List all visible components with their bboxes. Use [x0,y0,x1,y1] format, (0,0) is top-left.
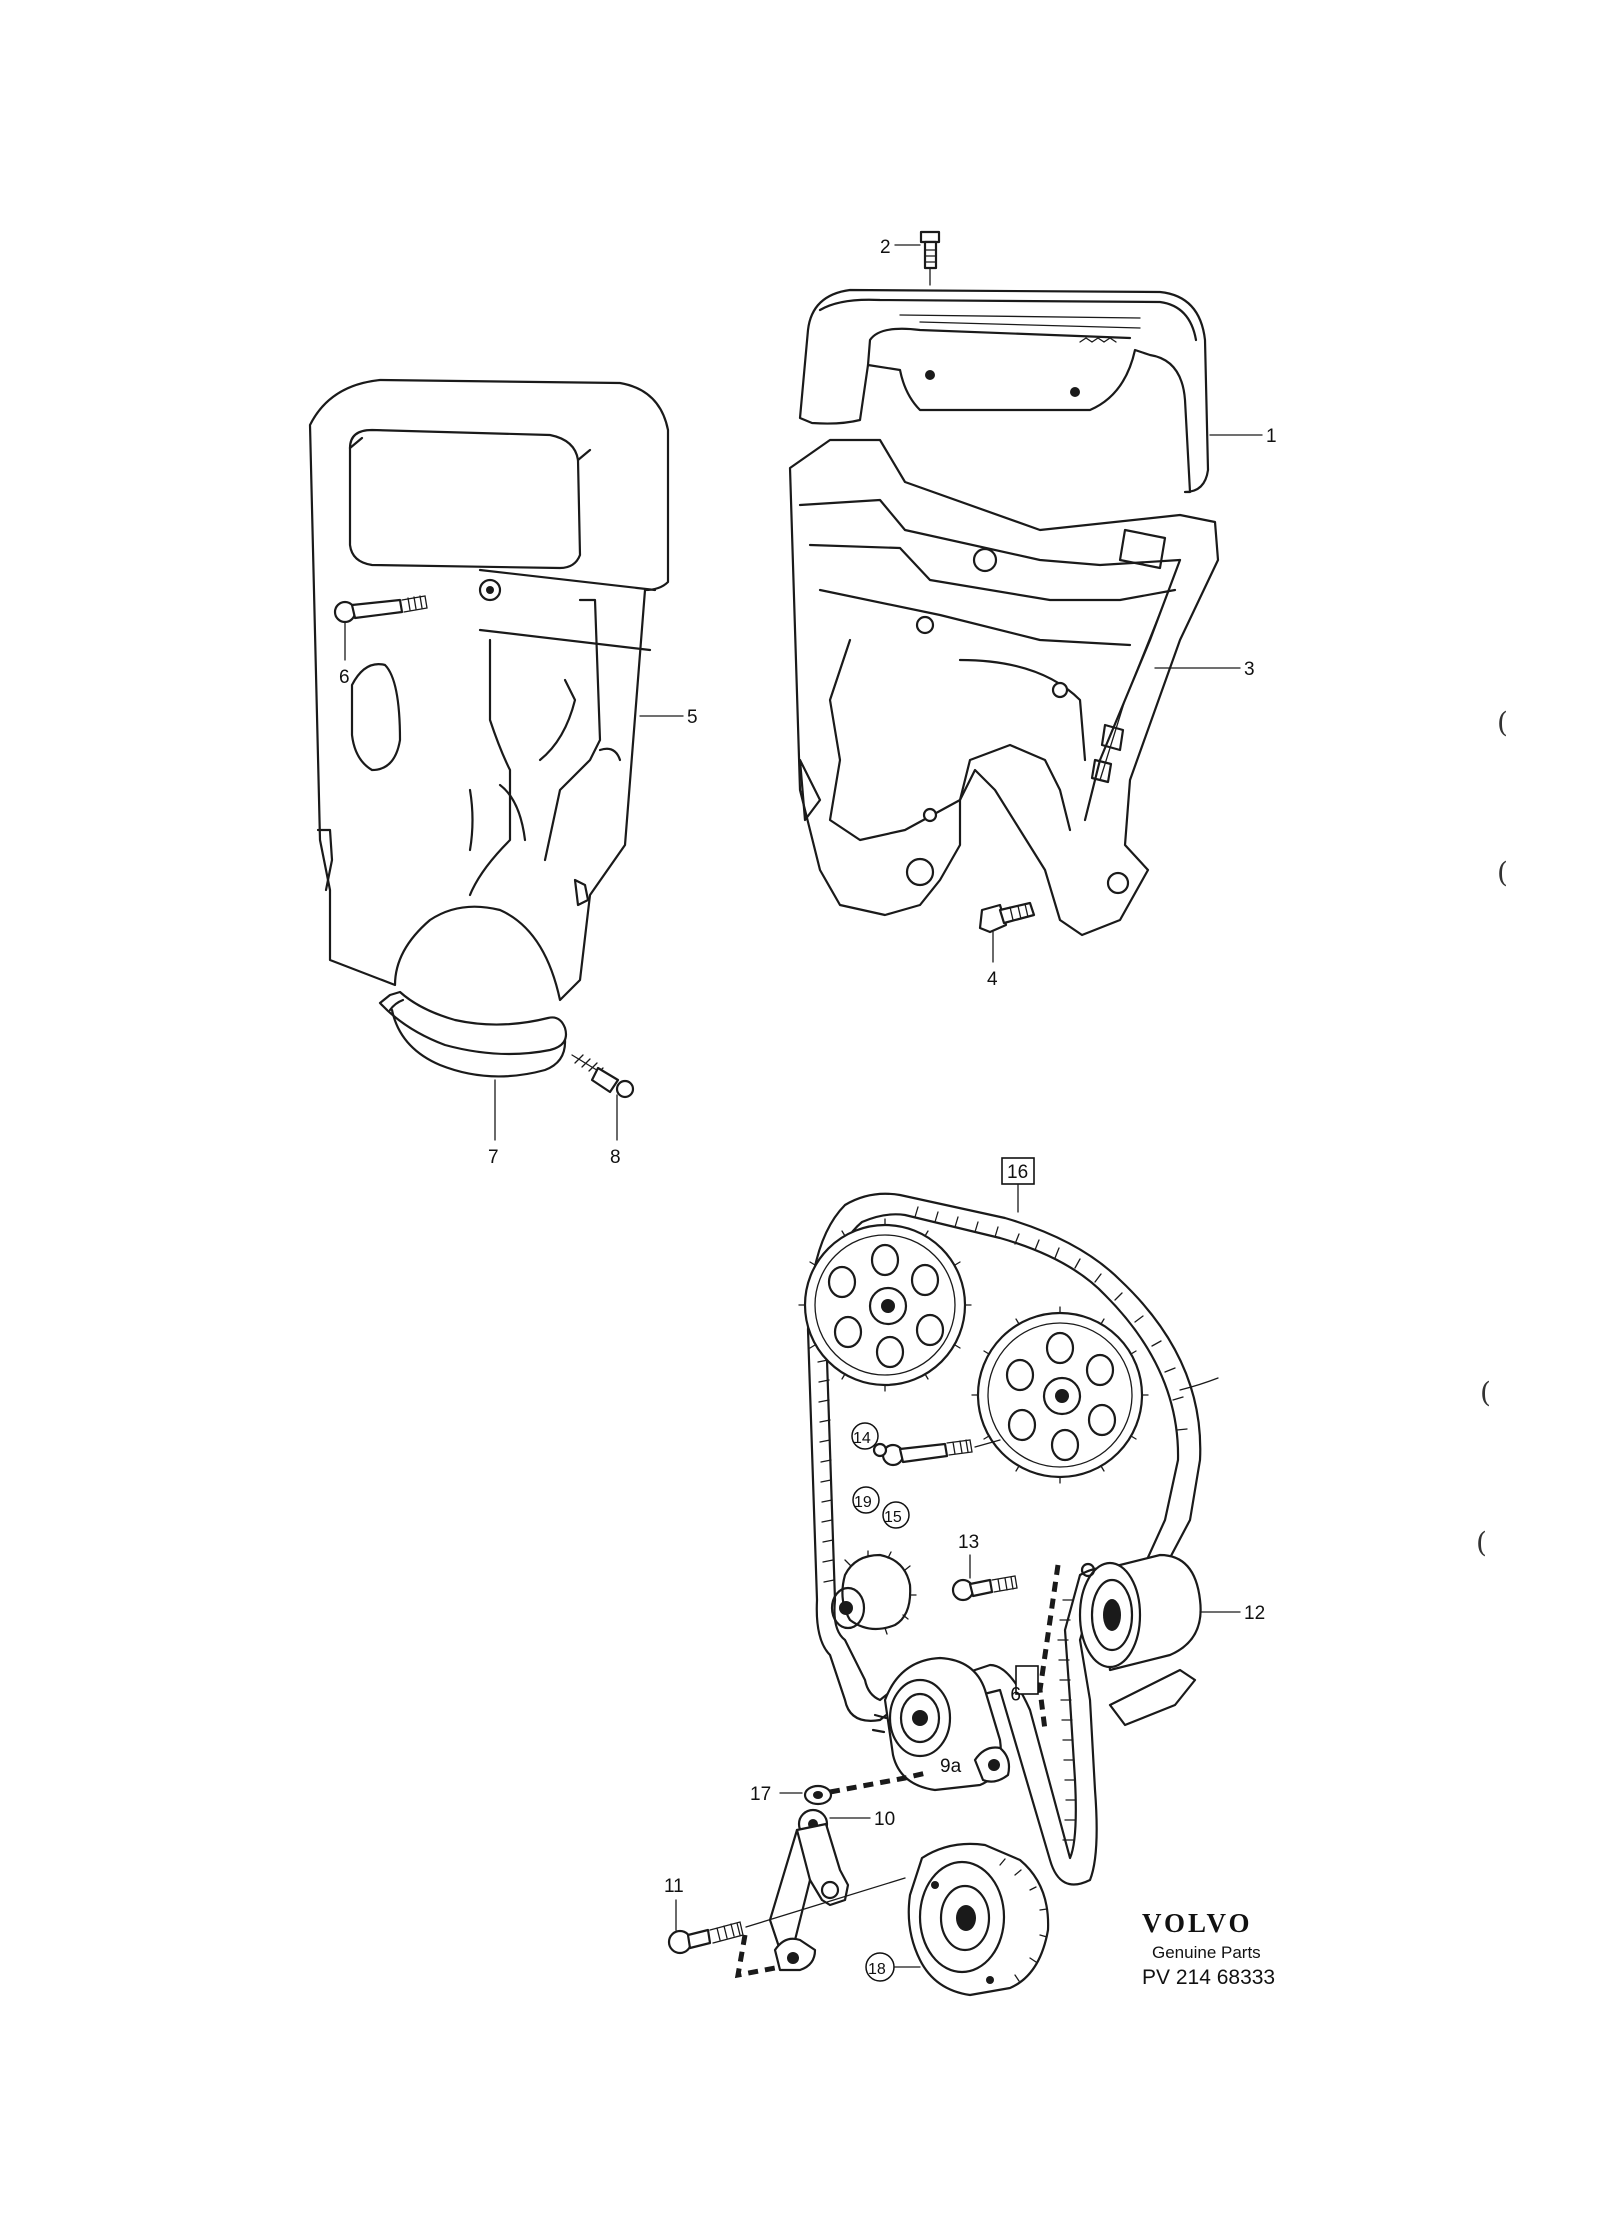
label-part-14: 14 [853,1430,871,1447]
margin-mark: ( [1480,1376,1491,1409]
part-19-idler-pulley [830,1550,917,1635]
label-part-10: 10 [874,1809,895,1830]
label-part-9: 9 [1010,1682,1021,1703]
margin-mark: ( [1497,856,1508,889]
camshaft-gear-left [798,1218,972,1392]
label-part-16-box: 16 [1001,1157,1035,1185]
part-11-bolt [667,1877,906,1955]
part-1-upper-cover [798,288,1263,494]
brand-block: VOLVO Genuine Parts PV 214 68333 [1142,1908,1275,1989]
margin-mark: ( [1476,1526,1487,1559]
label-part-12: 12 [1244,1603,1265,1624]
label-part-1: 1 [1266,426,1277,447]
label-part-2: 2 [880,237,891,258]
label-part-18-circle: 18 [865,1952,921,1982]
label-part-19: 19 [854,1494,872,1511]
brand-logo: VOLVO [1142,1908,1252,1938]
label-part-6: 6 [339,667,350,688]
label-part-9a: 9a [940,1756,962,1777]
part-2-bolt [894,230,941,286]
label-part-8: 8 [610,1147,621,1168]
label-part-15: 15 [884,1509,902,1526]
label-part-5: 5 [687,707,698,728]
brand-subtitle: Genuine Parts [1152,1943,1261,1962]
part-10-lever [768,1808,871,1972]
margin-mark: ( [1497,706,1508,739]
part-7-seal-segment [378,990,568,1141]
part-16-timing-belt [806,1184,1219,1886]
part-5-front-cover [308,378,684,1002]
label-part-9-box: 9 [1010,1665,1039,1703]
part-4-bolt [978,901,1036,963]
brand-part-code: PV 214 68333 [1142,1966,1275,1989]
camshaft-gear-right [971,1306,1149,1484]
part-17-nut [779,1784,833,1806]
label-part-16: 16 [1007,1162,1028,1183]
label-part-14-circle: 14 [851,1422,879,1450]
part-13-bolt [951,1554,1018,1602]
label-part-13: 13 [958,1532,979,1553]
part-8-bolt [571,1054,635,1141]
label-part-7: 7 [488,1147,499,1168]
label-part-18: 18 [868,1961,886,1978]
part-18-crankshaft-gear [907,1842,1050,1997]
label-part-3: 3 [1244,659,1255,680]
label-part-4: 4 [987,969,998,990]
label-part-19-circle: 19 [852,1486,880,1514]
part-9-tensioner-pulley [871,1656,1011,1792]
part-12-tensioner-roller [1078,1553,1241,1727]
label-part-11: 11 [664,1876,684,1897]
label-part-15-circle: 15 [882,1501,910,1529]
part-3-back-plate [788,438,1241,937]
label-part-17: 17 [750,1784,771,1805]
part-15-bolt [881,1439,1001,1467]
part-6-bolt [333,595,428,661]
part-14-washer [872,1442,888,1458]
